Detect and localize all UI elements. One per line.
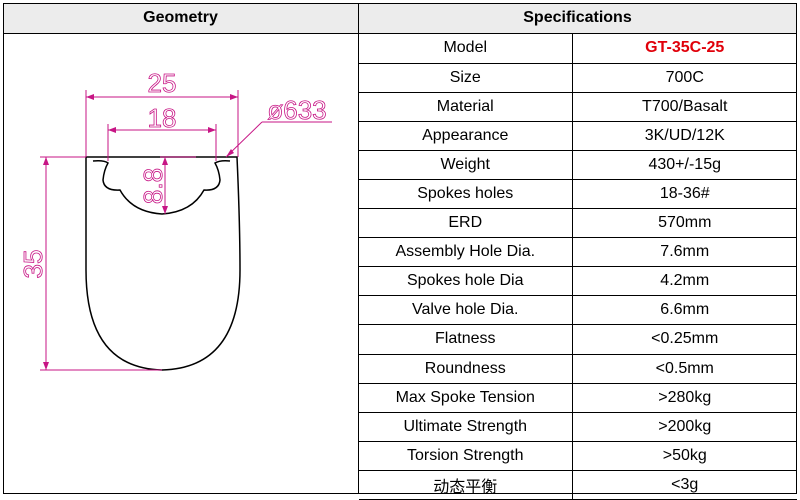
geometry-header: Geometry: [3, 3, 358, 33]
spec-label: ERD: [359, 208, 573, 239]
spec-row: Assembly Hole Dia.7.6mm: [359, 237, 797, 268]
spec-value: T700/Basalt: [571, 91, 797, 122]
spec-row: Ultimate Strength>200kg: [359, 411, 797, 442]
spec-row: Valve hole Dia.6.6mm: [359, 295, 797, 326]
spec-value: >280kg: [571, 382, 797, 413]
spec-value: 7.6mm: [571, 237, 797, 268]
dim-inner-width: 18: [148, 103, 177, 133]
spec-label: Assembly Hole Dia.: [359, 237, 573, 268]
rim-channel: [92, 160, 231, 215]
spec-value: 570mm: [571, 208, 797, 239]
dim-outer-width: 25: [148, 68, 177, 98]
spec-label: Spokes hole Dia: [359, 266, 573, 297]
spec-label: Model: [359, 34, 573, 64]
spec-value: >50kg: [571, 440, 797, 471]
spec-row: Roundness<0.5mm: [359, 353, 797, 384]
spec-value: 6.6mm: [571, 295, 797, 326]
spec-row: Max Spoke Tension>280kg: [359, 382, 797, 413]
spec-value: >200kg: [571, 411, 797, 442]
spec-label: Material: [359, 91, 573, 122]
spec-value: 700C: [571, 62, 797, 93]
rim-profile: [85, 156, 241, 371]
spec-value: 4.2mm: [571, 266, 797, 297]
spec-value: 18-36#: [571, 178, 797, 210]
dim-inner-depth: 8.8: [138, 168, 168, 204]
spec-label: Max Spoke Tension: [359, 382, 573, 413]
spec-value: 3K/UD/12K: [571, 120, 797, 151]
spec-row: Torsion Strength>50kg: [359, 440, 797, 471]
spec-row: 动态平衡<3g: [359, 469, 797, 500]
dim-height: 35: [18, 250, 48, 279]
spec-label: Roundness: [359, 353, 573, 384]
spec-label: Appearance: [359, 120, 573, 151]
spec-label: Spokes holes: [359, 178, 573, 210]
dimension-lines: [40, 90, 332, 371]
rim-profile-drawing: 25 18 ø633 8.8 35: [18, 68, 332, 371]
spec-value: <0.25mm: [571, 324, 797, 355]
spec-label: 动态平衡: [359, 469, 573, 500]
spec-value: 430+/-15g: [571, 149, 797, 180]
spec-label: Size: [359, 62, 573, 93]
column-divider: [358, 3, 359, 494]
spec-value: <3g: [571, 469, 797, 500]
spec-label: Valve hole Dia.: [359, 295, 573, 326]
spec-label: Weight: [359, 149, 573, 180]
spec-value: <0.5mm: [571, 353, 797, 384]
spec-label: Ultimate Strength: [359, 411, 573, 442]
specifications-header: Specifications: [358, 3, 797, 33]
spec-row: Flatness<0.25mm: [359, 324, 797, 355]
dimension-arrows: [43, 94, 238, 370]
header-divider: [3, 33, 797, 34]
spec-label: Torsion Strength: [359, 440, 573, 471]
dim-diameter: ø633: [267, 95, 326, 125]
model-value: GT-35C-25: [571, 34, 797, 64]
spec-label: Flatness: [359, 324, 573, 355]
